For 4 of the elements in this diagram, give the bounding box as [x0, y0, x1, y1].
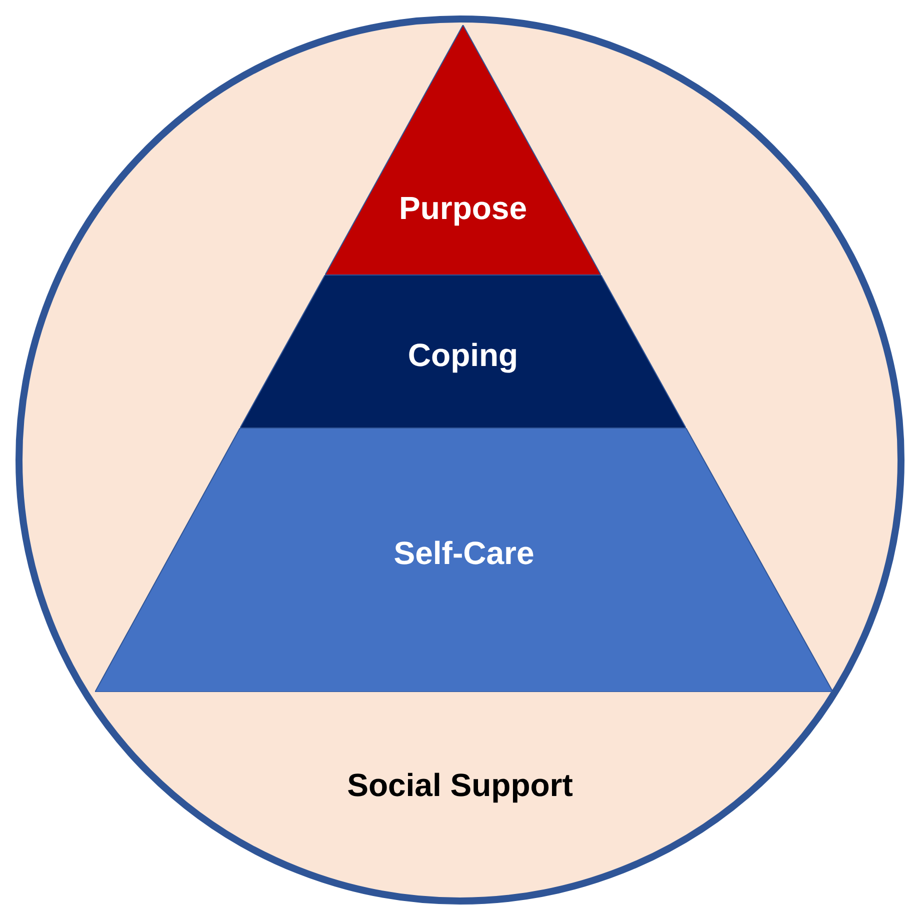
layer-label: Purpose [398, 189, 528, 227]
circle-label: Social Support [347, 766, 573, 804]
layer-label: Self-Care [394, 534, 534, 572]
layer-label: Coping [408, 336, 518, 374]
